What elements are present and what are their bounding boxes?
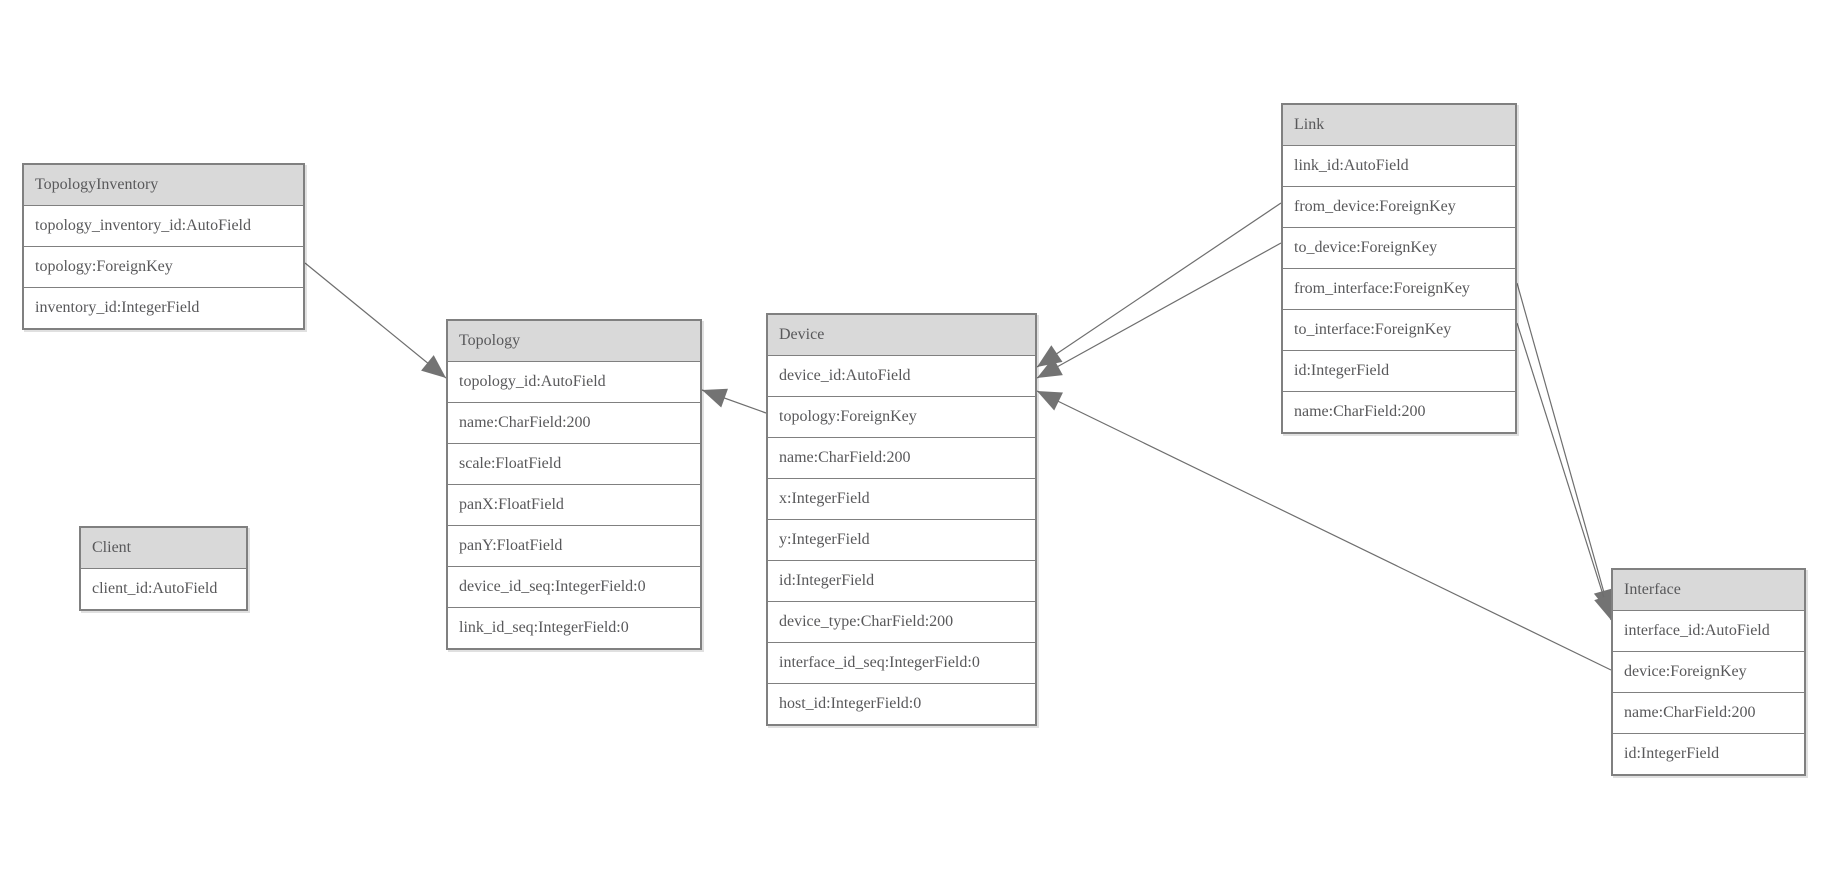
entity-field-topology-topology_id: topology_id:AutoField bbox=[448, 362, 700, 402]
entity-field-link-id: id:IntegerField bbox=[1283, 350, 1515, 391]
entity-field-interface-device: device:ForeignKey bbox=[1613, 651, 1804, 692]
entity-field-topology-inventory-topology: topology:ForeignKey bbox=[24, 246, 303, 287]
entity-field-device-interface_id_seq: interface_id_seq:IntegerField:0 bbox=[768, 642, 1035, 683]
entity-field-topology-inventory-topology_inventory_id: topology_inventory_id:AutoField bbox=[24, 206, 303, 246]
edge-line-topologyinventory-topology-to-topology bbox=[304, 262, 447, 379]
entity-field-topology-panX: panX:FloatField bbox=[448, 484, 700, 525]
edge-arrowhead-device-topology-to-topology bbox=[702, 388, 728, 408]
edge-line-link-to_interface-to-interface bbox=[1516, 322, 1612, 621]
entity-field-topology-device_id_seq: device_id_seq:IntegerField:0 bbox=[448, 566, 700, 607]
entity-field-topology-panY: panY:FloatField bbox=[448, 525, 700, 566]
entity-title: Device bbox=[768, 315, 1035, 356]
edge-line-interface-device-to-device bbox=[1036, 390, 1612, 671]
entity-field-link-from_device: from_device:ForeignKey bbox=[1283, 186, 1515, 227]
entity-title: Client bbox=[81, 528, 246, 569]
edge-arrowhead-link-from_device-to-device bbox=[1037, 345, 1063, 367]
entity-topology-inventory: TopologyInventory topology_inventory_id:… bbox=[22, 163, 305, 330]
entity-field-interface-id: id:IntegerField bbox=[1613, 733, 1804, 774]
entity-field-interface-name: name:CharField:200 bbox=[1613, 692, 1804, 733]
entity-field-device-name: name:CharField:200 bbox=[768, 437, 1035, 478]
entity-field-interface-interface_id: interface_id:AutoField bbox=[1613, 611, 1804, 651]
entity-field-device-device_type: device_type:CharField:200 bbox=[768, 601, 1035, 642]
entity-field-device-device_id: device_id:AutoField bbox=[768, 356, 1035, 396]
edge-arrowhead-link-to_interface-to-interface bbox=[1594, 594, 1614, 620]
entity-field-link-name: name:CharField:200 bbox=[1283, 391, 1515, 432]
entity-field-topology-scale: scale:FloatField bbox=[448, 443, 700, 484]
entity-title: Link bbox=[1283, 105, 1515, 146]
entity-field-link-to_interface: to_interface:ForeignKey bbox=[1283, 309, 1515, 350]
entity-field-link-to_device: to_device:ForeignKey bbox=[1283, 227, 1515, 268]
entity-field-link-from_interface: from_interface:ForeignKey bbox=[1283, 268, 1515, 309]
entity-field-list: client_id:AutoField bbox=[81, 569, 246, 609]
entity-client: Client client_id:AutoField bbox=[79, 526, 248, 611]
edge-line-link-from_device-to-device bbox=[1036, 202, 1282, 368]
entity-title: Topology bbox=[448, 321, 700, 362]
entity-field-device-y: y:IntegerField bbox=[768, 519, 1035, 560]
entity-title: Interface bbox=[1613, 570, 1804, 611]
entity-field-device-host_id: host_id:IntegerField:0 bbox=[768, 683, 1035, 724]
entity-title: TopologyInventory bbox=[24, 165, 303, 206]
edge-line-link-to_device-to-device bbox=[1036, 242, 1282, 379]
entity-field-topology-link_id_seq: link_id_seq:IntegerField:0 bbox=[448, 607, 700, 648]
entity-field-topology-inventory-inventory_id: inventory_id:IntegerField bbox=[24, 287, 303, 328]
entity-field-device-x: x:IntegerField bbox=[768, 478, 1035, 519]
edge-arrowhead-topologyinventory-topology-to-topology bbox=[421, 355, 446, 378]
edge-line-link-from_interface-to-interface bbox=[1516, 282, 1611, 615]
entity-field-device-topology: topology:ForeignKey bbox=[768, 396, 1035, 437]
edge-arrowhead-link-to_device-to-device bbox=[1037, 357, 1063, 378]
edge-arrowhead-interface-device-to-device bbox=[1037, 391, 1063, 411]
entity-field-topology-name: name:CharField:200 bbox=[448, 402, 700, 443]
entity-field-device-id: id:IntegerField bbox=[768, 560, 1035, 601]
entity-field-link-link_id: link_id:AutoField bbox=[1283, 146, 1515, 186]
entity-field-client-client_id: client_id:AutoField bbox=[81, 569, 246, 609]
